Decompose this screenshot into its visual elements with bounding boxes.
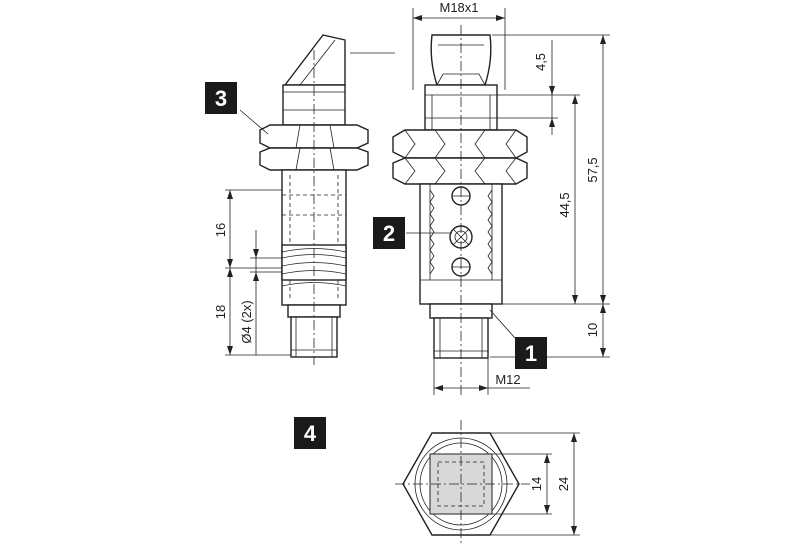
dim-led-diameter: Ø4 (2x)	[239, 300, 254, 343]
callout-4: 4	[294, 417, 326, 449]
m12-dimension: M12	[433, 358, 530, 395]
side-view	[259, 34, 395, 365]
dim-connector-thread: M12	[495, 372, 520, 387]
dim-connector-length: 10	[585, 323, 600, 337]
left-dimensions: 16 18 Ø4 (2x)	[213, 189, 291, 356]
callout-1: 1	[489, 309, 547, 369]
dim-face-width: 14	[529, 477, 544, 491]
right-dimensions: 4,5 44,5 57,5 10	[490, 34, 610, 358]
top-view	[395, 420, 530, 545]
top-dimension: M18x1	[412, 0, 506, 90]
dim-thread-main: M18x1	[439, 0, 478, 15]
callout-3: 3	[205, 82, 269, 135]
dim-lower-section: 18	[213, 305, 228, 319]
callout-2: 2	[373, 217, 452, 249]
callout-3-label: 3	[215, 86, 227, 111]
top-view-dimensions: 14 24	[490, 432, 580, 536]
callout-2-label: 2	[383, 221, 395, 246]
dim-upper-section: 16	[213, 223, 228, 237]
callout-4-label: 4	[304, 421, 317, 446]
front-view	[392, 25, 528, 395]
dim-body-length: 44,5	[557, 192, 572, 217]
dim-total-length: 57,5	[585, 157, 600, 182]
dim-face-depth: 4,5	[533, 53, 548, 71]
callout-1-label: 1	[525, 341, 537, 366]
dim-hex-width: 24	[556, 477, 571, 491]
